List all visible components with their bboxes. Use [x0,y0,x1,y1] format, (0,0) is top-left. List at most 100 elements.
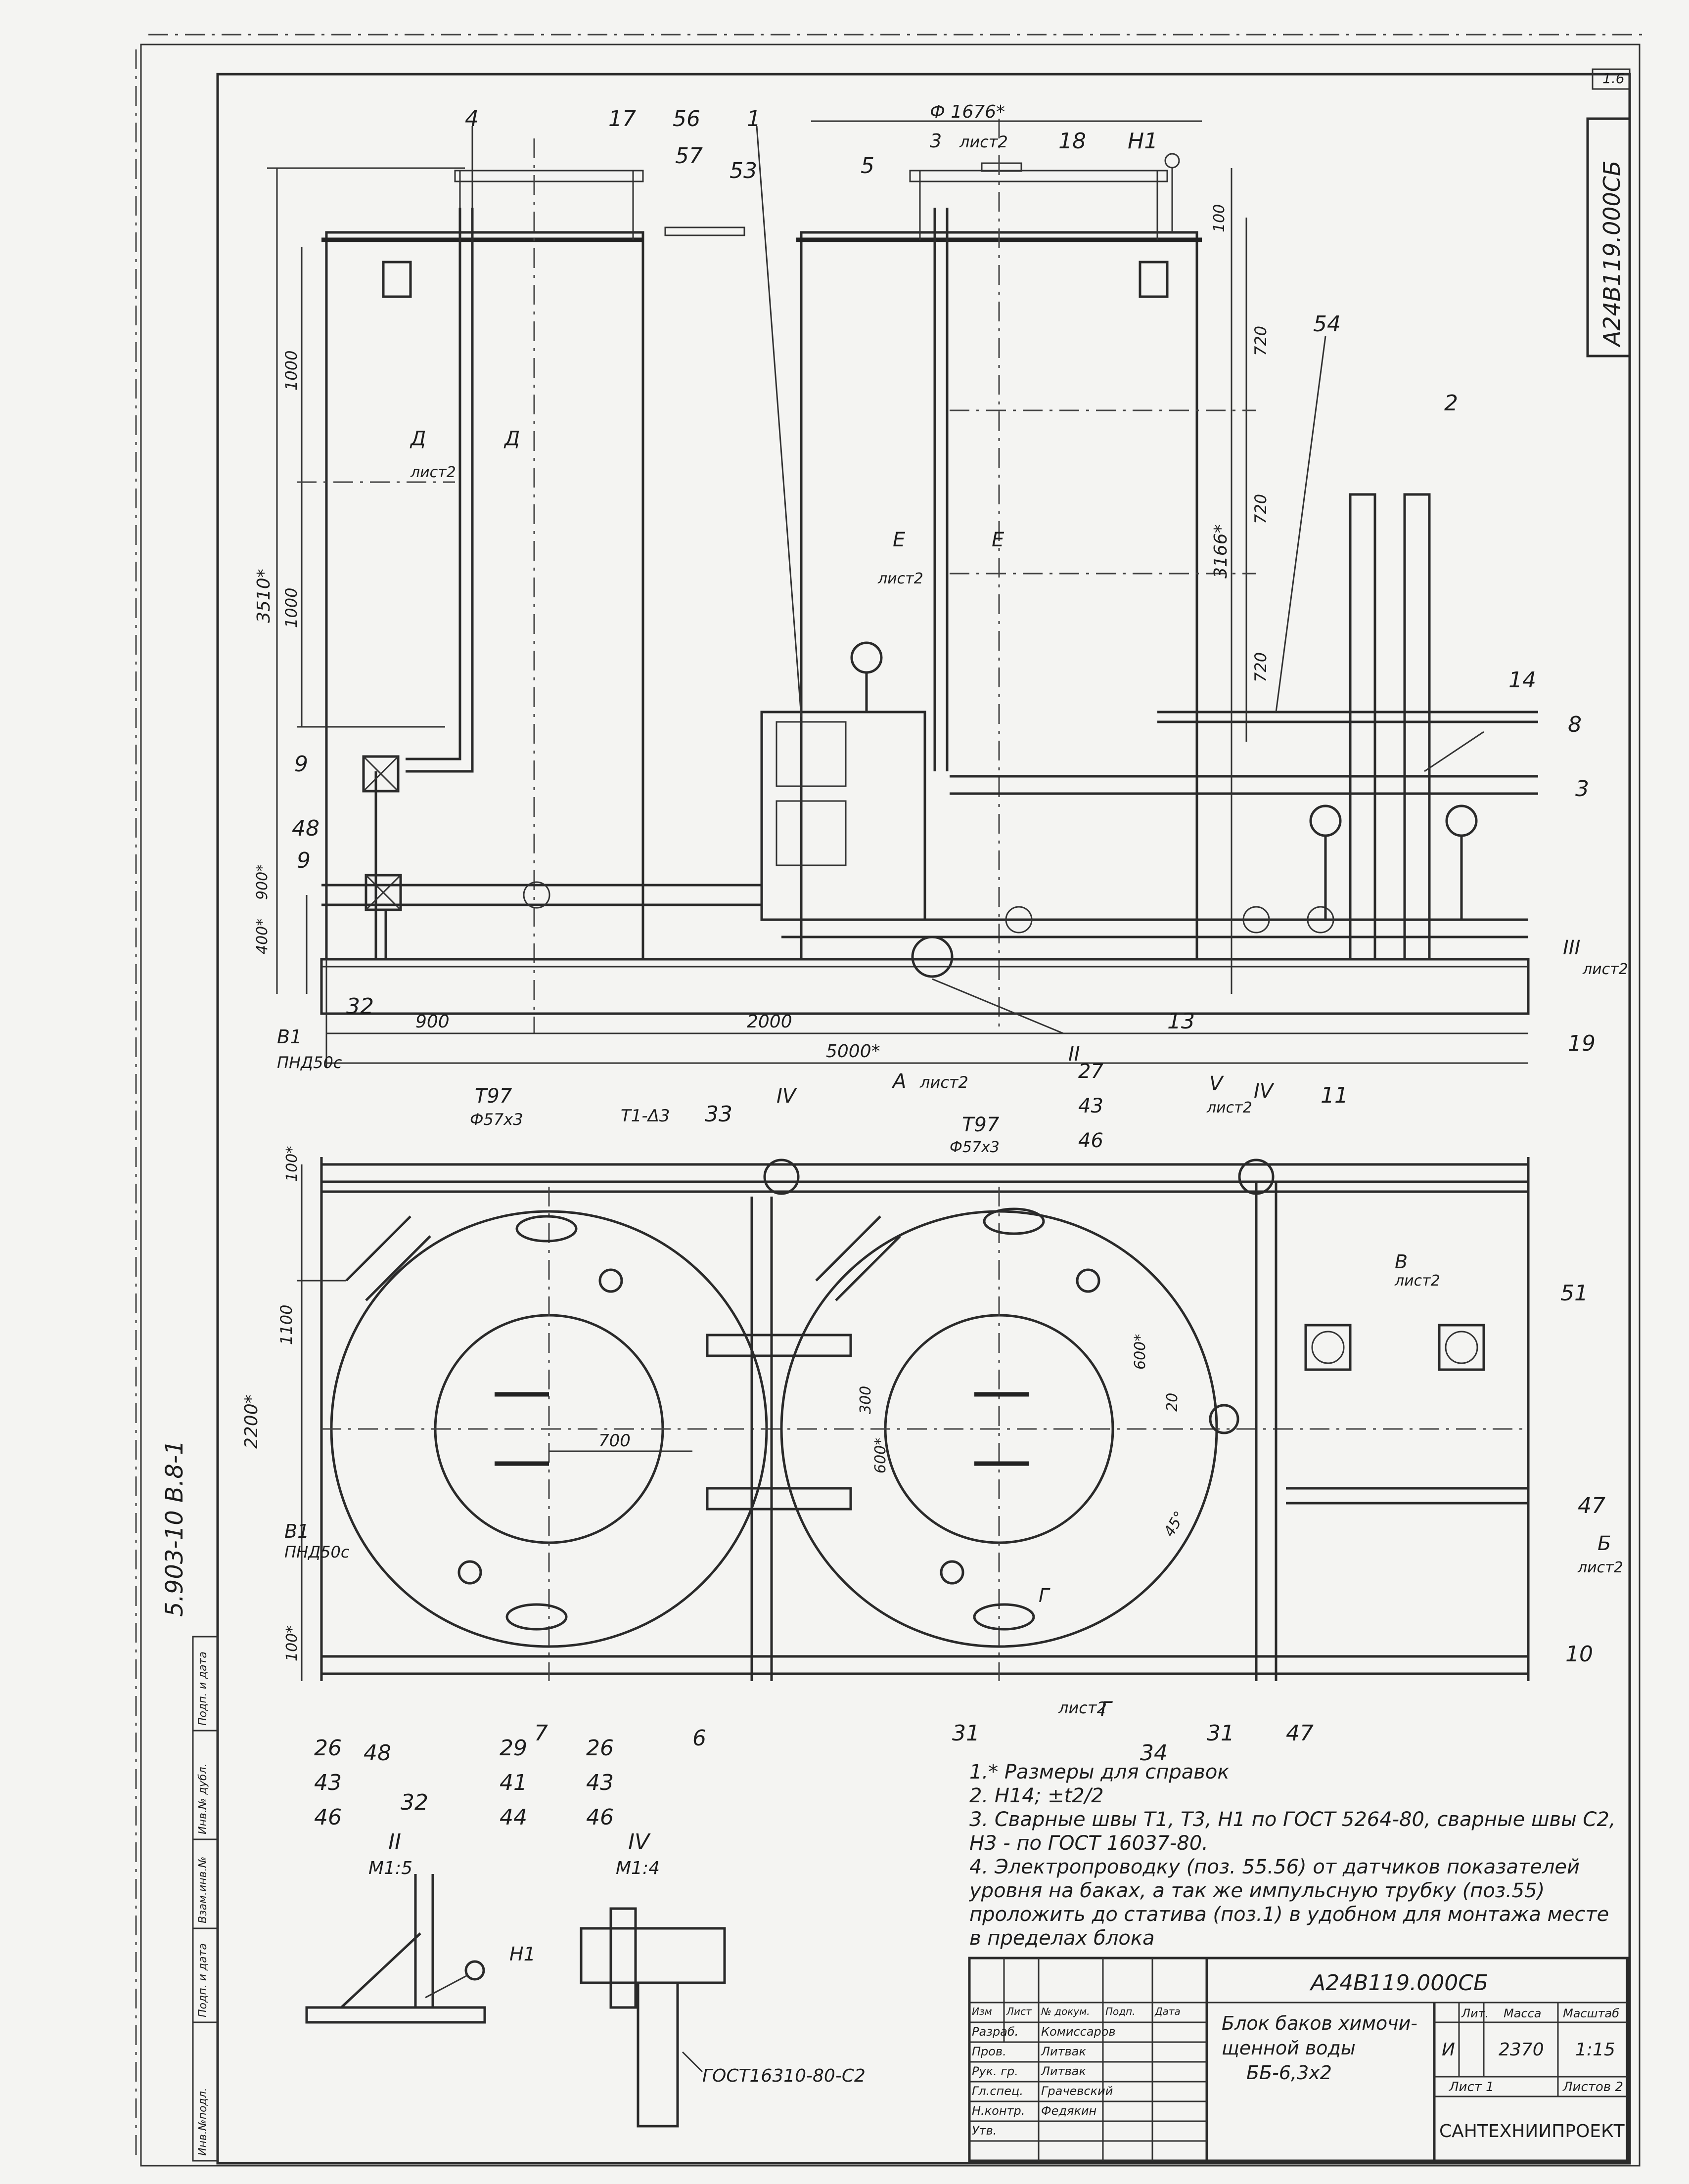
section-d-sheet: лист2 [410,464,456,481]
lit-value: И [1442,2040,1455,2060]
dim-1000a: 1000 [282,351,301,391]
dim-2000w: 2000 [747,1012,792,1032]
detail-iv-title: IV [628,1829,651,1855]
section-a: A [891,1070,906,1093]
callout-t97a: Т97 [475,1085,512,1108]
dim-720b: 720 [1251,494,1270,524]
plan-view [297,1157,1530,1681]
pos-19: 19 [1568,1031,1596,1056]
product-name-2: щенной воды [1222,2037,1356,2059]
organization: САНТЕХНИИПРОЕКТ [1439,2121,1625,2141]
elevation-view [267,119,1538,1068]
label-b1-elev: В1 [277,1026,302,1048]
pos-47a: 47 [1578,1493,1605,1518]
dim-20: 20 [1164,1393,1181,1412]
hatch-17 [454,170,644,182]
pos-31a: 31 [952,1721,980,1746]
dim-3510: 3510* [254,569,274,623]
dim-2200: 2200* [241,1394,262,1449]
level-gauge-18 [1139,261,1169,298]
row-role-2: Рук. гр. [972,2064,1018,2078]
note-1: 1.* Размеры для справок [969,1761,1230,1783]
base-frame-19 [320,958,1530,1015]
pos-27: 27 [1078,1060,1103,1083]
section-g-top: Г [1039,1585,1050,1606]
pos-8: 8 [1568,712,1582,737]
detail-ii-label: Н1 [509,1943,536,1965]
stamp-inv-dubl: Инв.№ дубл. [197,1763,209,1834]
stamp-podp-2: Подп. и дата [197,1651,209,1726]
pos-26a: 26 [314,1736,342,1761]
note-3: 3. Сварные швы Т1, Т3, Н1 по ГОСТ 5264-8… [969,1808,1616,1855]
note-2: 2. Н14; ±t2/2 [969,1784,1104,1807]
section-v-sheet: лист2 [1206,1099,1252,1116]
pos-7: 7 [534,1721,548,1746]
section-b-sheet: лист2 [1394,1272,1440,1290]
pos-43b: 43 [586,1770,614,1795]
dim-100: 100 [1211,204,1228,232]
column-2a [1349,493,1376,961]
pos-43a: 43 [1078,1095,1103,1117]
sheets-label: Листов 2 [1563,2080,1623,2095]
sheet-number: 1.6 [1602,70,1625,87]
pos-29: 29 [500,1736,527,1761]
scale-value: 1:15 [1575,2040,1615,2060]
dim-720c: 720 [1251,652,1270,682]
pos-31b: 31 [1207,1721,1234,1746]
product-name-3: ББ-6,3х2 [1246,2062,1332,2084]
pos-41: 41 [500,1770,527,1795]
outer-frame [140,44,1641,2167]
stamp-vzam: Взам.инв.№ [197,1856,209,1923]
detail-iv-scale: М1:4 [616,1858,660,1878]
pos-56: 56 [673,106,700,132]
pos-48p: 48 [364,1740,391,1766]
pos-57: 57 [675,143,703,169]
column-2b [1403,493,1431,961]
detail-ii-scale: М1:5 [368,1858,412,1878]
inner-frame [216,73,1631,2165]
pos-26b: 26 [586,1736,614,1761]
pos-32p: 32 [401,1790,428,1815]
pos-10: 10 [1565,1642,1593,1667]
dim-3166: 3166* [1211,524,1231,579]
section-3: 3 [930,130,942,152]
pos-33: 33 [705,1102,732,1127]
title-designation: А24В119.000СБ [1311,1970,1489,1996]
pos-46c: 46 [314,1805,342,1830]
dim-5000w: 5000* [826,1041,880,1062]
pos-17: 17 [608,106,636,132]
detail-ii-title: II [388,1829,401,1855]
pos-1: 1 [747,106,761,132]
detail-ii [305,1874,486,2024]
mass-value: 2370 [1499,2040,1544,2060]
pos-3: 3 [1575,776,1589,802]
section-d-right: Д [503,427,520,450]
row-role-1: Пров. [972,2045,1006,2058]
callout-pipe-a: Ф57х3 [470,1110,523,1129]
row-role-0: Разраб. [972,2025,1019,2039]
section-e-right: Е [992,529,1004,551]
callout-pipe-b: Ф57х3 [950,1139,1000,1156]
detail-iv [580,1907,726,2128]
section-g-bottom: Г [1100,1698,1113,1721]
pos-9a: 9 [294,752,308,777]
section-d-left: Д [410,427,426,450]
callout-t1: Т1-Δ3 [621,1106,670,1126]
dim-400h: 400* [254,919,271,954]
plan-filter-right [1438,1324,1485,1371]
pos-5: 5 [861,153,874,178]
dim-diameter: Ф 1676* [930,102,1005,122]
dim-100a: 100* [283,1146,301,1182]
plan-bridge-lower [706,1487,852,1511]
stand-1 [760,711,926,921]
row-role-5: Утв. [972,2124,997,2138]
pos-iii: III [1563,936,1580,959]
hdr-doc: № докум. [1041,2006,1090,2017]
section-bb: Б [1598,1532,1611,1555]
hdr-date: Дата [1155,2006,1181,2017]
dim-1100: 1100 [277,1305,296,1345]
hatch-18 [909,170,1168,182]
hdr-izm: Изм [972,2006,992,2017]
row-name-0: Комиссаров [1041,2025,1116,2039]
